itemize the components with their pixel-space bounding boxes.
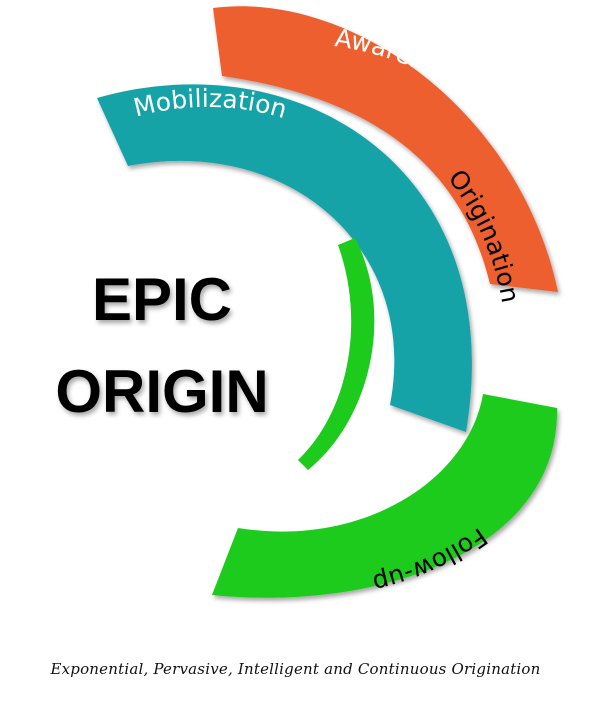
title-line-2: ORIGIN: [55, 358, 268, 425]
tagline: Exponential, Pervasive, Intelligent and …: [50, 660, 541, 678]
awareness-origination-arc: [213, 6, 558, 292]
title-line-1: EPIC: [92, 266, 232, 333]
inner-arc: [298, 238, 375, 470]
mobilization-arc: [97, 84, 472, 432]
follow-up-arc: [212, 394, 558, 598]
